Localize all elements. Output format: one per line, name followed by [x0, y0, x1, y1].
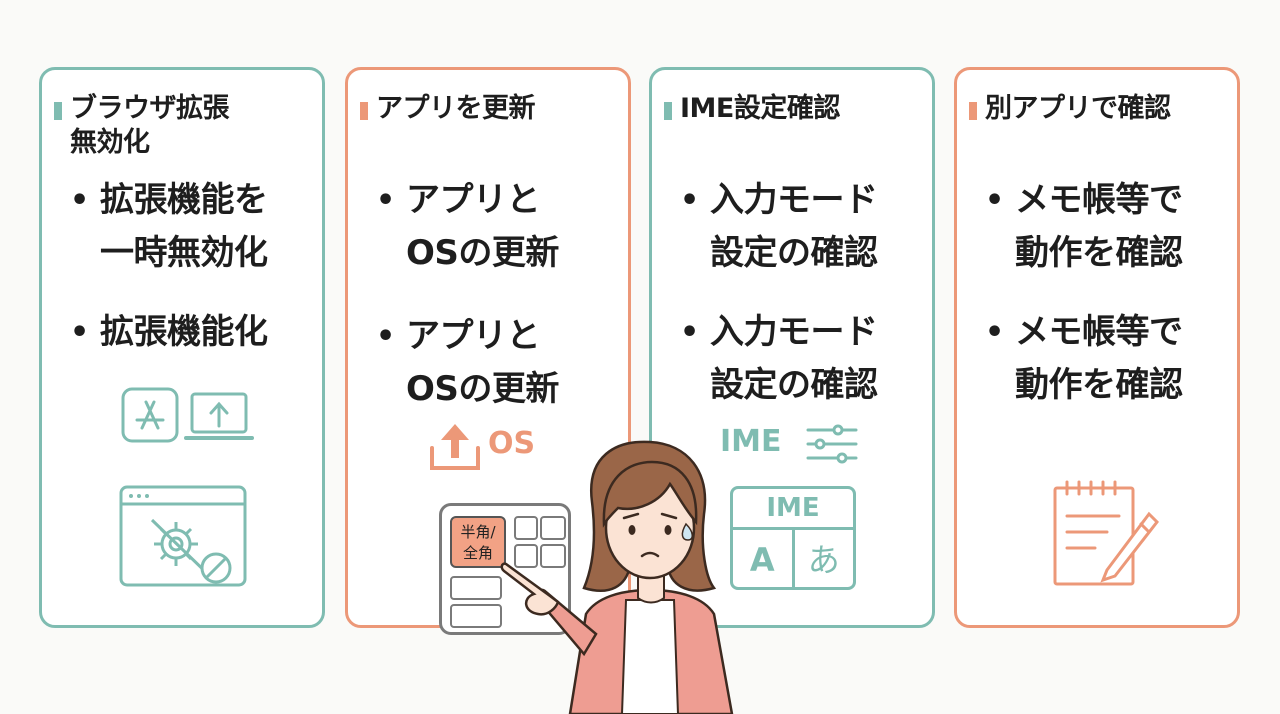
bullet-item: • 拡張機能化 — [70, 306, 312, 359]
bullet-dot: • — [376, 319, 395, 354]
ime-panel: IME A あ — [730, 486, 856, 590]
card-other-app: 別アプリで確認 • メモ帳等で 動作を確認 • メモ帳等で 動作を確認 — [954, 67, 1240, 628]
bullet-item: • アプリと OSの更新 — [376, 310, 618, 416]
bullet-dot: • — [376, 183, 395, 218]
bullet-text: 入力モード — [710, 312, 878, 352]
title-marker — [54, 102, 62, 120]
bullet-text: 拡張機能化 — [100, 312, 268, 352]
bullet-text: 設定の確認 — [710, 233, 878, 273]
title-line: 別アプリで確認 — [985, 93, 1171, 124]
title-line: ブラウザ拡張 — [70, 93, 230, 124]
bullet-dot: • — [985, 315, 1004, 350]
bullet-item: • 入力モード 設定の確認 — [680, 306, 922, 412]
ime-label: IME — [720, 424, 782, 459]
bullet-item: • メモ帳等で 動作を確認 — [985, 306, 1227, 412]
keyboard-key — [540, 516, 566, 540]
bullet-dot: • — [70, 183, 89, 218]
bullet-text: 入力モード — [710, 180, 878, 220]
bullet-item: • アプリと OSの更新 — [376, 174, 618, 280]
ime-panel-body: A あ — [733, 530, 853, 590]
browser-extension-disabled-icon — [119, 485, 247, 587]
bullet-item: • 拡張機能を 一時無効化 — [70, 174, 312, 280]
bullet-dot: • — [985, 183, 1004, 218]
hankaku-zenkaku-key: 半角/ 全角 — [450, 516, 506, 568]
app-store-icon — [121, 387, 179, 443]
ime-alphanumeric: A — [733, 530, 795, 590]
settings-sliders-icon — [806, 424, 858, 464]
key-label: 全角 — [462, 544, 493, 562]
key-label: 半角/ — [460, 523, 496, 541]
title-line: IME設定確認 — [680, 93, 840, 124]
card-title: アプリを更新 — [360, 92, 616, 126]
title-marker — [360, 102, 368, 120]
bullet-dot: • — [680, 315, 699, 350]
keyboard-key — [450, 576, 502, 600]
keyboard-key — [540, 544, 566, 568]
card-title: IME設定確認 — [664, 92, 920, 126]
bullet-text: 動作を確認 — [1015, 233, 1183, 273]
card-title: ブラウザ拡張 無効化 — [54, 92, 310, 160]
bullet-text: OSの更新 — [406, 233, 559, 273]
laptop-upload-icon — [184, 392, 254, 440]
keyboard-key — [450, 604, 502, 628]
bullet-text: メモ帳等で — [1015, 180, 1183, 220]
bullet-text: 拡張機能を — [100, 180, 268, 220]
bullet-text: アプリと — [406, 316, 541, 356]
bullet-text: 設定の確認 — [710, 365, 878, 405]
bullet-item: • 入力モード 設定の確認 — [680, 174, 922, 280]
keyboard-key — [514, 516, 538, 540]
ime-panel-title: IME — [733, 489, 853, 530]
card-browser-extension: ブラウザ拡張 無効化 • 拡張機能を 一時無効化 • 拡張機能化 — [39, 67, 325, 628]
upload-icon — [430, 424, 480, 470]
bullet-item: • メモ帳等で 動作を確認 — [985, 174, 1227, 280]
title-marker — [664, 102, 672, 120]
bullet-dot: • — [680, 183, 699, 218]
title-line: 無効化 — [70, 127, 150, 158]
bullet-text: アプリと — [406, 180, 541, 220]
woman-pointing-illustration — [500, 440, 734, 714]
bullet-dot: • — [70, 315, 89, 350]
card-title: 別アプリで確認 — [969, 92, 1225, 126]
ime-hiragana: あ — [807, 541, 840, 579]
bullet-text: 一時無効化 — [100, 233, 268, 273]
title-marker — [969, 102, 977, 120]
bullet-text: OSの更新 — [406, 369, 559, 409]
notepad-pencil-icon — [1053, 480, 1159, 586]
title-line: アプリを更新 — [376, 93, 536, 124]
keyboard-key — [514, 544, 538, 568]
bullet-text: 動作を確認 — [1015, 365, 1183, 405]
bullet-text: メモ帳等で — [1015, 312, 1183, 352]
os-label: OS — [488, 426, 536, 461]
